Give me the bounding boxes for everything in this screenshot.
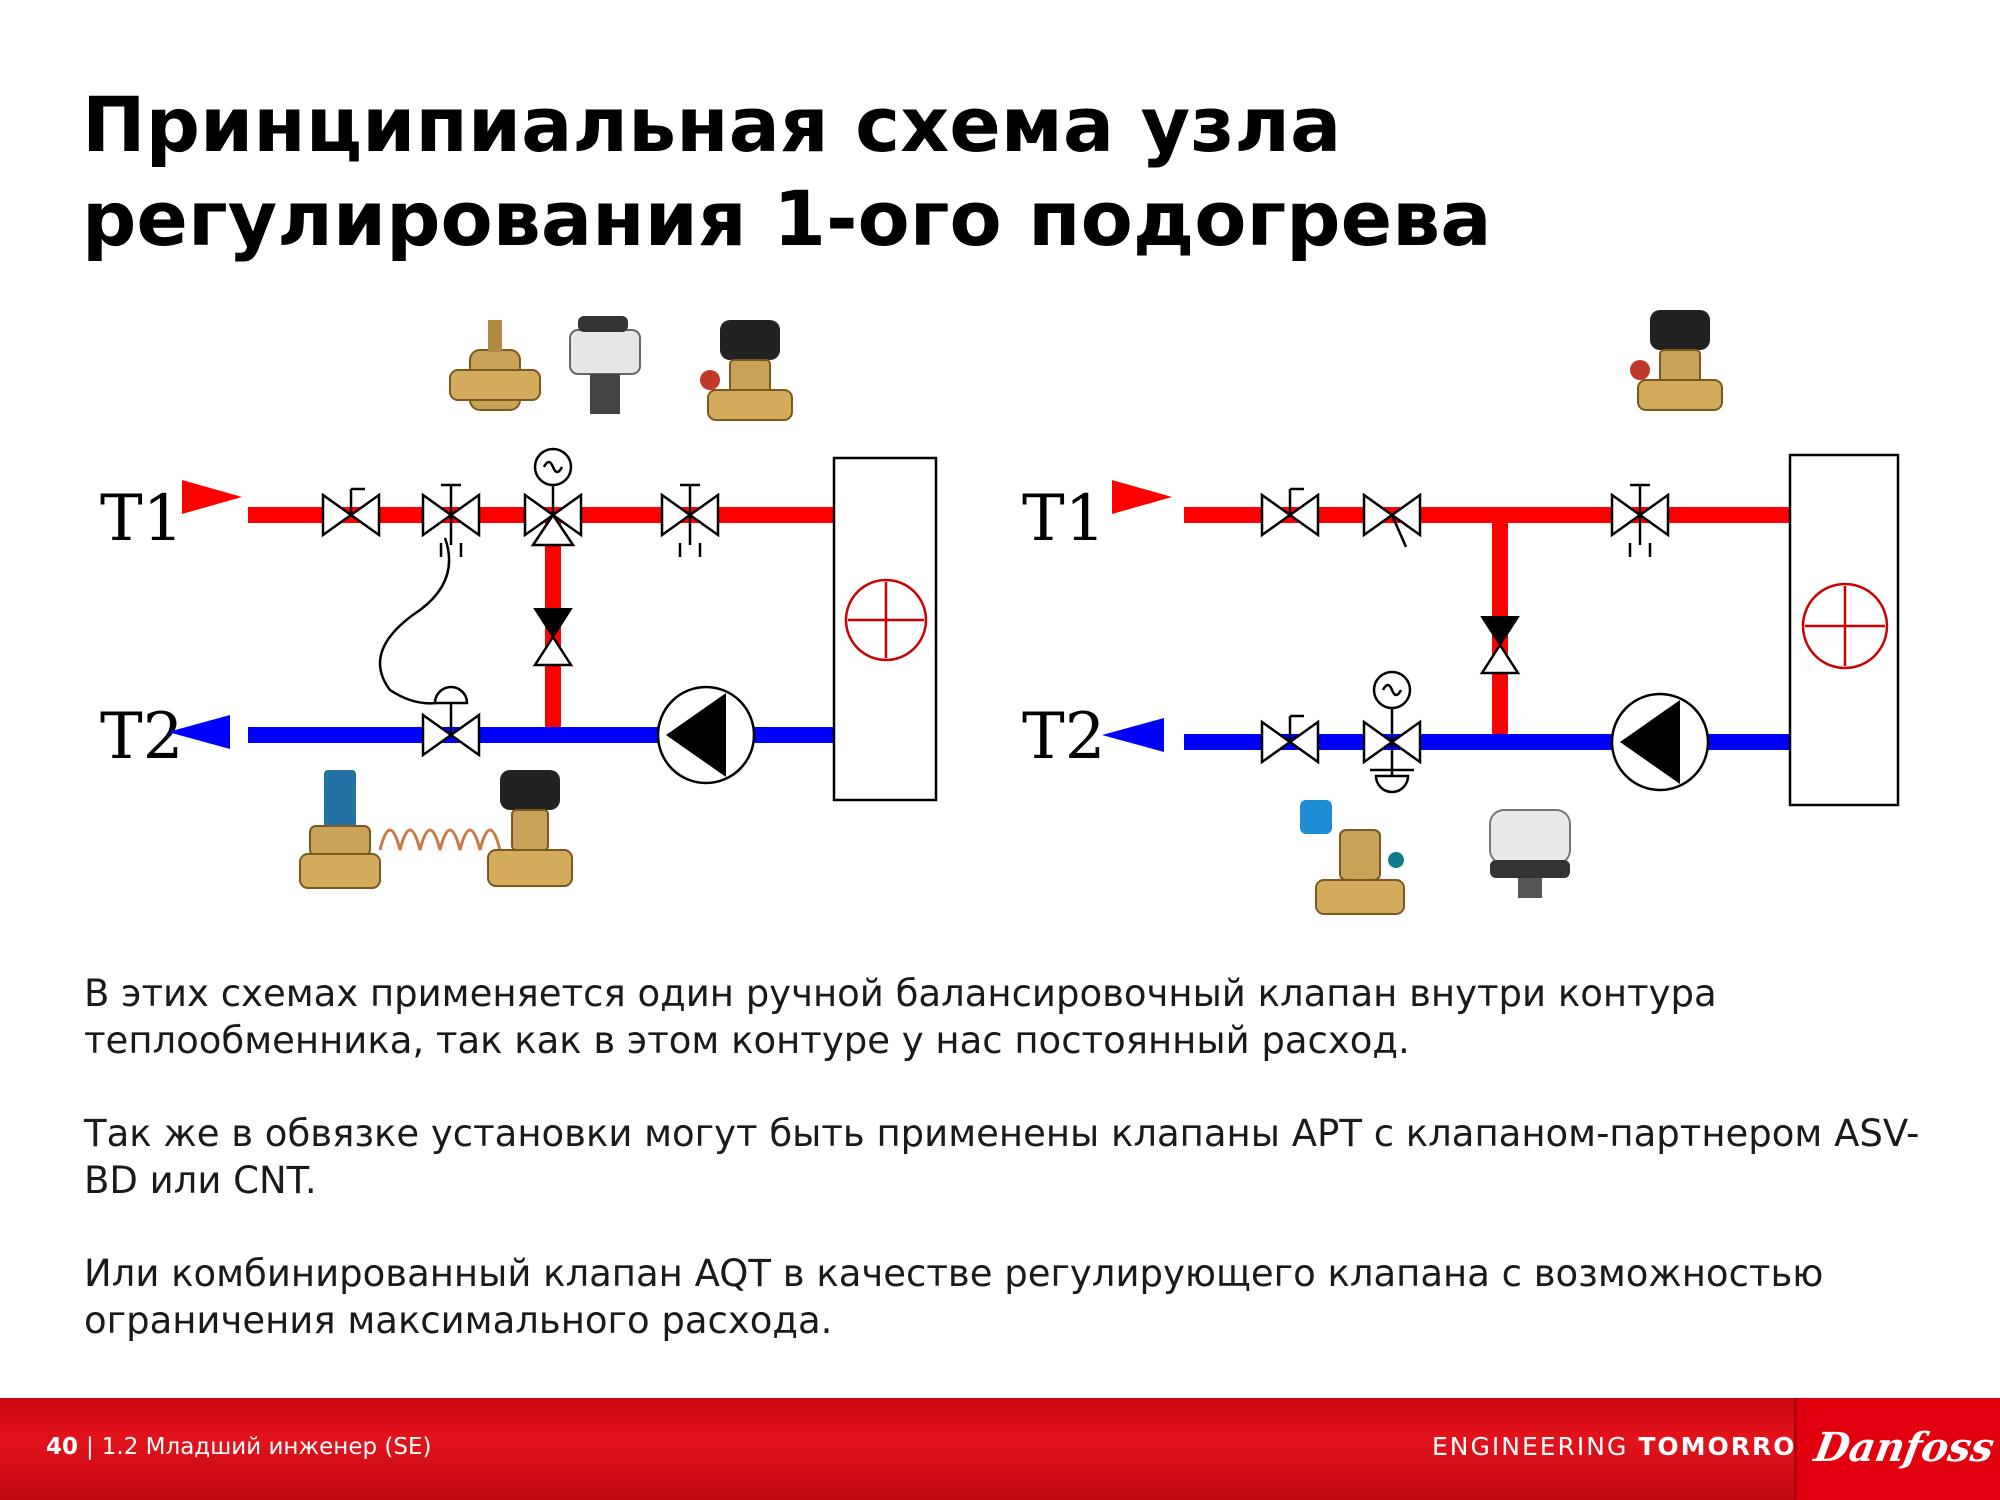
footer-slogan: ENGINEERING TOMORROW (1432, 1432, 1826, 1461)
slogan-light: ENGINEERING (1432, 1432, 1629, 1461)
left-three-way-control-valve-icon (523, 447, 583, 547)
left-return-label-t2: T2 (100, 700, 183, 774)
right-balancing-valve-image (1630, 310, 1723, 411)
title-line-2: регулирования 1-ого подогрева (82, 174, 1492, 263)
right-combined-valve-aqt-image (1300, 800, 1405, 915)
left-supply-pipe (248, 507, 835, 730)
right-supply-label-t1: T1 (1022, 482, 1105, 556)
paragraph-3: Или комбинированный клапан AQT в качеств… (84, 1252, 1824, 1342)
left-differential-pressure-valve-icon (421, 685, 481, 757)
right-supply-arrow-icon (1112, 480, 1172, 514)
paragraph-2: Так же в обвязке установки могут быть пр… (84, 1112, 1920, 1202)
right-actuator-image (1489, 809, 1571, 898)
left-pump-icon (656, 685, 756, 785)
right-shutoff-valve-icon (1260, 487, 1320, 537)
footer-course-info: 40 | 1.2 Младший инженер (SE) (46, 1434, 431, 1460)
left-supply-arrow-icon (182, 480, 242, 514)
paragraph-1: В этих схемах применяется один ручной ба… (84, 972, 1717, 1062)
left-capillary-tube (378, 537, 451, 705)
left-balancing-valve-icon (421, 483, 481, 557)
footer-bar: 40 | 1.2 Младший инженер (SE) ENGINEERING … (0, 1398, 2000, 1500)
heating-scheme-diagram: T1 T2 (100, 310, 1900, 915)
right-pump-icon (1610, 692, 1710, 792)
right-heat-exchanger-symbol-icon (1801, 582, 1889, 670)
page-number: 40 (46, 1434, 79, 1460)
right-combined-control-valve-icon (1362, 670, 1422, 794)
right-heat-exchanger (1788, 453, 1900, 807)
left-manual-balancing-valve-icon (660, 483, 720, 557)
left-supply-label-t1: T1 (100, 482, 183, 556)
slogan-bold: TOMORROW (1638, 1432, 1827, 1461)
left-scheme: T1 T2 (100, 316, 938, 889)
right-manual-balancing-valve-icon (1610, 483, 1670, 557)
right-return-label-t2: T2 (1022, 700, 1105, 774)
title-line-1: Принципиальная схема узла (82, 80, 1342, 169)
right-scheme: T1 T2 (1022, 310, 1900, 915)
left-balancing-valve-image (700, 320, 793, 421)
left-control-valve-with-actuator-image (449, 316, 641, 414)
left-heat-exchanger-symbol-icon (844, 578, 928, 662)
left-pressure-regulator-image (299, 770, 502, 889)
right-check-valve-icon (1479, 616, 1521, 675)
brand-name: Danfoss (1810, 1424, 1998, 1471)
left-partner-valve-image (487, 770, 573, 887)
left-shutoff-valve-icon (321, 487, 381, 537)
description-text: В этих схемах применяется один ручной ба… (84, 970, 1944, 1390)
left-return-arrow-icon (168, 715, 230, 749)
left-heat-exchanger (832, 456, 938, 802)
course-name: 1.2 Младший инженер (SE) (101, 1434, 432, 1460)
right-return-shutoff-valve-icon (1260, 714, 1320, 764)
danfoss-logo: Danfoss (1794, 1398, 2000, 1500)
right-return-arrow-icon (1102, 718, 1164, 752)
page-title: Принципиальная схема узла регулирования … (82, 78, 1882, 266)
right-strainer-icon (1362, 493, 1422, 548)
footer-separator: | (86, 1434, 94, 1460)
left-check-valve-icon (532, 608, 574, 667)
